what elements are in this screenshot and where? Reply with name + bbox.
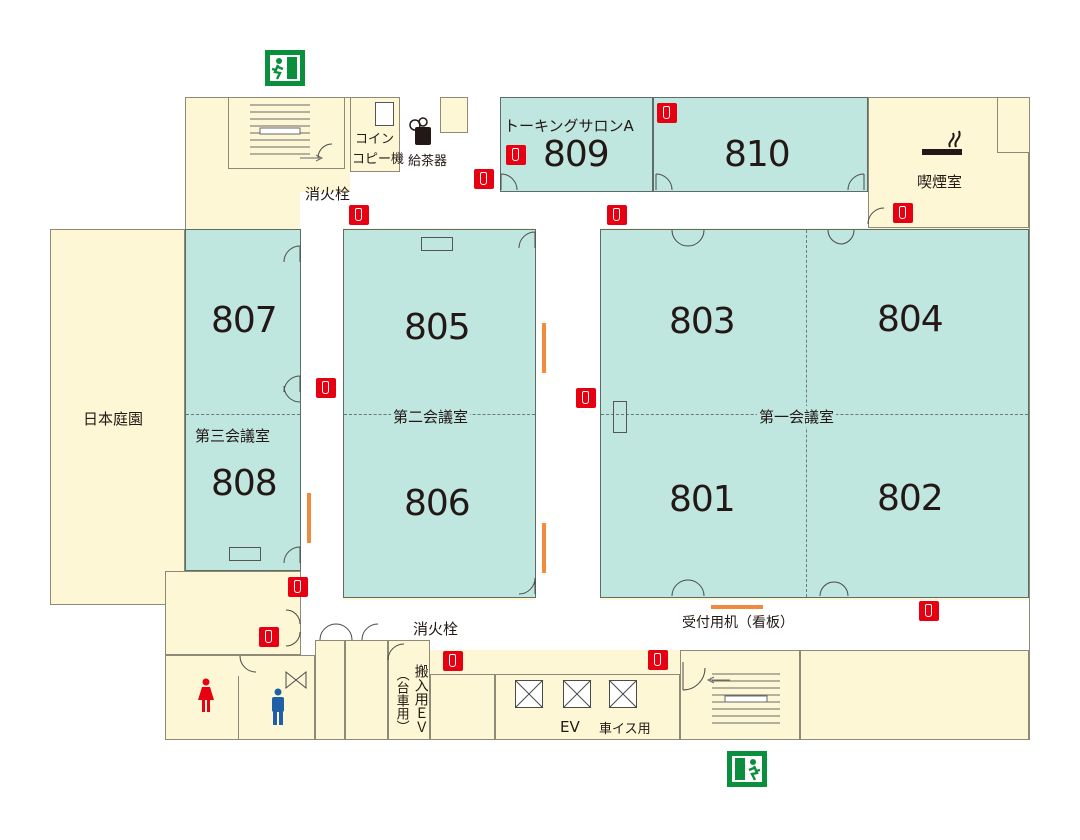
room-number-804: 804 [877,299,944,340]
label-reception: 受付用机（看板） [682,615,794,631]
storage-box [440,97,468,133]
label-hydrant-bottom: 消火栓 [413,620,459,638]
label-conference-3: 第三会議室 [195,427,271,445]
label-conference-2: 第二会議室 [391,406,471,427]
room-number-805: 805 [404,307,471,348]
womens-restroom-icon [198,678,214,712]
label-wheelchair: 車イス用 [599,722,651,737]
fire-extinguisher-icon [919,601,939,621]
lower-left-block [165,571,301,655]
copy-machine-shape [375,102,394,126]
fire-extinguisher-icon [316,378,336,398]
partition-807-808 [186,414,300,415]
fire-extinguisher-icon [607,205,627,225]
label-talking-salon: トーキングサロンA [504,117,634,135]
room-number-810: 810 [724,134,791,175]
tea-server-icon [409,117,431,145]
smoking-room-ext [997,152,1029,228]
label-freight-note: （台車用） [393,668,409,733]
room-number-803: 803 [669,301,736,342]
fire-extinguisher-icon [893,203,913,223]
label-coin: コイン [355,132,395,147]
stairs-top [250,104,324,162]
fire-extinguisher-icon [349,205,369,225]
label-conference-1: 第一会議室 [757,406,837,427]
fire-extinguisher-icon [576,388,596,408]
label-elevator: EV [560,718,580,736]
marker-orange-805-right [542,323,546,373]
marker-orange-reception [711,605,763,609]
fire-extinguisher-icon [288,577,308,597]
room-number-809: 809 [543,134,610,175]
fire-extinguisher-icon [648,650,668,670]
room-number-806: 806 [404,483,471,524]
garden-area [50,229,185,605]
emergency-exit-icon [727,751,767,787]
freight-ev-block [388,640,430,740]
label-freight-ev: 搬入用ＥＶ [412,664,429,734]
smoking-icon [922,130,962,155]
label-copy-machine: コピー機 [352,152,405,167]
utility-block-3 [430,674,495,740]
marker-orange-808-right [307,493,311,543]
elevator-cross-lines [515,680,637,708]
label-tea-server: 給茶器 [408,154,448,169]
corridor-upper [300,192,868,228]
room-808-fixture [229,547,261,561]
label-hydrant-top: 消火栓 [305,185,351,203]
label-garden: 日本庭園 [83,410,144,428]
room-809[interactable] [500,97,653,192]
mens-restroom-icon [272,688,284,725]
room-number-802: 802 [877,478,944,519]
room-number-808: 808 [211,463,278,504]
fire-extinguisher-icon [259,627,279,647]
utility-block-2 [345,640,388,740]
fire-extinguisher-icon [443,651,463,671]
restroom-block [165,655,315,740]
room-number-807: 807 [211,300,278,341]
fire-extinguisher-icon [657,103,677,123]
room-807-808[interactable] [185,229,301,571]
room-810[interactable] [653,97,868,192]
smoking-room[interactable] [868,97,998,228]
room-805-fixture [421,237,453,251]
fire-extinguisher-icon [506,145,526,165]
emergency-exit-icon [265,50,305,86]
lower-right-block [800,650,1029,740]
label-smoking-room: 喫煙室 [917,173,963,191]
room-number-801: 801 [669,479,736,520]
marker-orange-806-right [542,523,546,573]
restroom-divider [238,676,239,740]
fire-extinguisher-icon [474,169,494,189]
room-803-fixture [613,401,627,433]
utility-block-1 [315,640,345,740]
stairs-bottom [706,673,780,724]
